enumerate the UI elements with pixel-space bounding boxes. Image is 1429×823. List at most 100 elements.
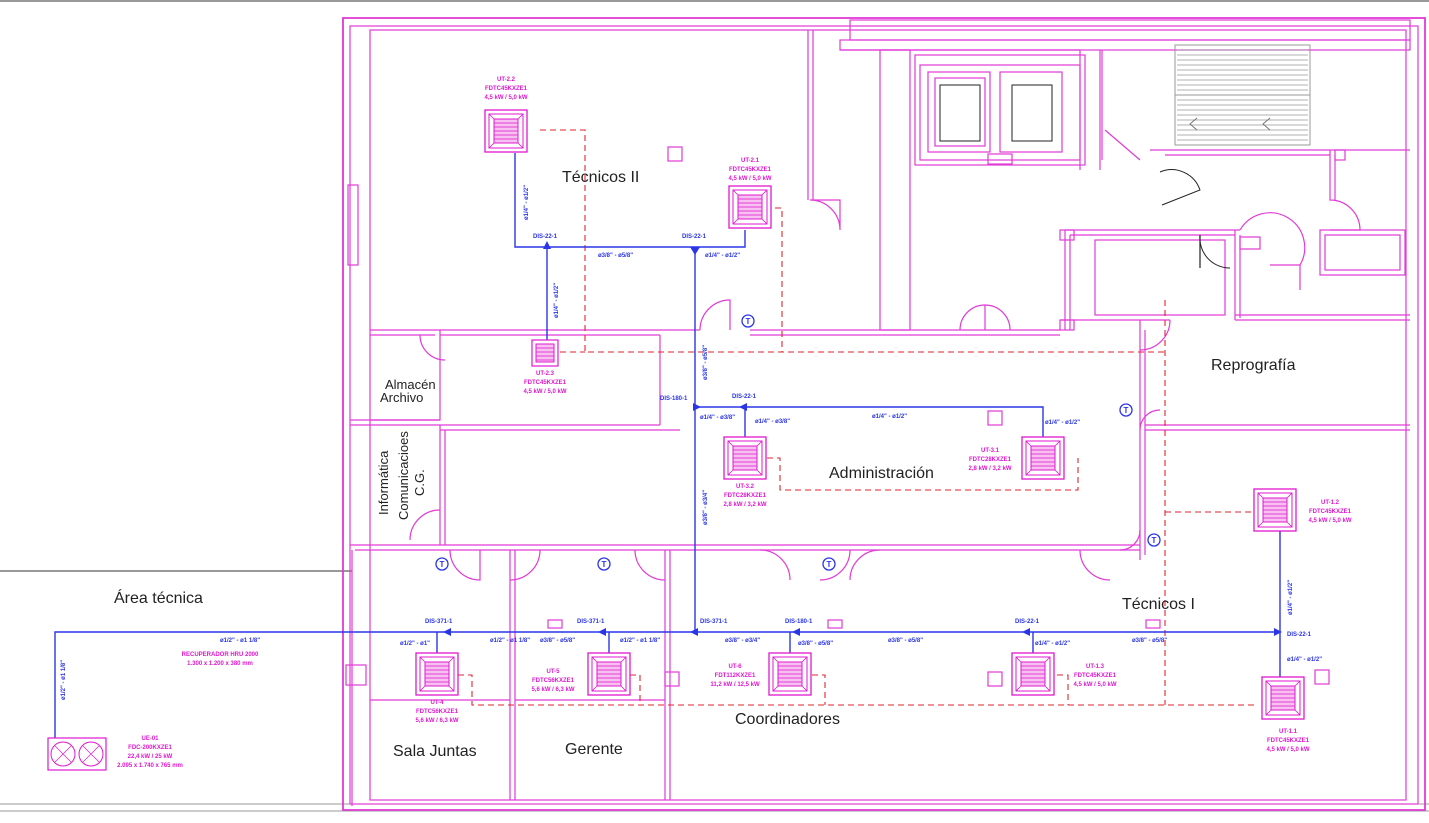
unit-capacity: 4,5 kW / 5,0 kW bbox=[484, 95, 527, 101]
pipe-size-label: ø1/4" - ø1/2" bbox=[1045, 420, 1080, 426]
room-label-tecnicos-i: Técnicos I bbox=[1122, 596, 1195, 613]
pipe-size-label: ø3/8" - ø5/8" bbox=[1132, 638, 1167, 644]
room-labels: Técnicos II Reprografía Almacén Archivo … bbox=[114, 169, 1296, 760]
unit-model: FDTC28KXZE1 bbox=[724, 493, 767, 499]
pipe-size-label: ø3/8" - ø5/8" bbox=[798, 641, 833, 647]
pipe-size-label: ø1/2" - ø1 1/8" bbox=[61, 660, 67, 700]
unit-id: UT-5 bbox=[546, 669, 560, 675]
svg-text:T: T bbox=[602, 560, 607, 569]
branch-label: DIS-22-1 bbox=[1015, 619, 1040, 625]
unit-model: FDTC45KXZE1 bbox=[485, 86, 528, 92]
outdoor-unit-dims: 2.095 x 1.740 x 765 mm bbox=[117, 763, 183, 769]
stairs bbox=[1104, 44, 1311, 161]
unit-id: UT-6 bbox=[728, 664, 742, 670]
room-label-gerente: Gerente bbox=[565, 741, 623, 758]
cassette-unit: UT-1.1 FDTC45KXZE1 4,5 kW / 5,0 kW bbox=[1261, 676, 1310, 753]
pipe-size-label: ø1/4" - ø1/2" bbox=[1287, 657, 1322, 663]
pipe-size-label: ø1/2" - ø1" bbox=[400, 641, 430, 647]
thermostat-icon: T bbox=[435, 557, 449, 571]
branch-label: DIS-180-1 bbox=[785, 619, 813, 625]
recuperador-label: RECUPERADOR HRU 2000 bbox=[182, 652, 259, 658]
pipe-size-label: ø1/4" - ø1/2" bbox=[705, 253, 740, 259]
unit-capacity: 5,6 kW / 6,3 kW bbox=[531, 687, 574, 693]
room-label-reprografia: Reprografía bbox=[1211, 357, 1296, 374]
room-label-coordinadores: Coordinadores bbox=[735, 711, 840, 728]
cassette-unit: UT-3.1 FDTC28KXZE1 2,8 kW / 3,2 kW bbox=[968, 436, 1065, 480]
outdoor-unit-id: UE-01 bbox=[141, 736, 159, 742]
cassette-unit: UT-4 FDTC56KXZE1 5,6 kW / 6,3 kW bbox=[415, 652, 459, 724]
unit-model: FDTC45KXZE1 bbox=[1267, 738, 1310, 744]
unit-capacity: 4,5 kW / 5,0 kW bbox=[728, 176, 771, 182]
cassette-unit: UT-3.2 FDTC28KXZE1 2,8 kW / 3,2 kW bbox=[723, 436, 767, 508]
branch-label: DIS-371-1 bbox=[425, 619, 453, 625]
pipe-size-label: ø3/8" - ø5/8" bbox=[598, 253, 633, 259]
room-label-cg: C.G. bbox=[412, 469, 427, 496]
cassette-unit: UT-1.3 FDTC45KXZE1 4,5 kW / 5,0 kW bbox=[1011, 652, 1117, 696]
unit-capacity: 5,6 kW / 6,3 kW bbox=[415, 718, 458, 724]
recuperador-dims: 1.300 x 1.200 x 380 mm bbox=[187, 661, 253, 667]
pipe-size-label: ø1/4" - ø1/2" bbox=[524, 185, 530, 220]
unit-model: FDTC56KXZE1 bbox=[532, 678, 575, 684]
branch-label: DIS-22-1 bbox=[1287, 632, 1312, 638]
branch-label: DIS-371-1 bbox=[700, 619, 728, 625]
room-label-archivo: Archivo bbox=[380, 390, 423, 405]
unit-id: UT-2.1 bbox=[741, 158, 760, 164]
pipe-size-label: ø3/8" - ø5/8" bbox=[888, 638, 923, 644]
room-label-comunicaciones: Comunicacioes bbox=[396, 431, 411, 520]
pipe-size-label: ø3/8" - ø3/4" bbox=[725, 638, 760, 644]
unit-capacity: 4,5 kW / 5,0 kW bbox=[1266, 747, 1309, 753]
pipe-size-label: ø1/4" - ø1/2" bbox=[554, 283, 560, 318]
unit-id: UT-1.3 bbox=[1086, 664, 1105, 670]
cassette-unit: UT-1.2 FDTC45KXZE1 4,5 kW / 5,0 kW bbox=[1253, 488, 1352, 532]
pipe-size-label: ø1/2" - ø1 1/8" bbox=[490, 638, 530, 644]
unit-capacity: 4,5 kW / 5,0 kW bbox=[523, 389, 566, 395]
pipe-size-label: ø1/4" - ø1/2" bbox=[1035, 641, 1070, 647]
svg-text:T: T bbox=[746, 317, 751, 326]
unit-id: UT-2.3 bbox=[536, 371, 555, 377]
unit-id: UT-4 bbox=[430, 700, 444, 706]
unit-id: UT-2.2 bbox=[497, 77, 516, 83]
pipe-size-label: ø1/2" - ø1 1/8" bbox=[220, 638, 260, 644]
branch-label: DIS-22-1 bbox=[682, 234, 707, 240]
pipe-size-label: ø1/2" - ø1 1/8" bbox=[620, 638, 660, 644]
branch-label: DIS-22-1 bbox=[533, 234, 558, 240]
unit-model: FDTC45KXZE1 bbox=[1309, 509, 1352, 515]
svg-text:T: T bbox=[827, 560, 832, 569]
cassette-unit: UT-2.1 FDTC45KXZE1 4,5 kW / 5,0 kW bbox=[728, 158, 772, 229]
unit-id: UT-1.2 bbox=[1321, 500, 1340, 506]
unit-id: UT-3.2 bbox=[736, 484, 755, 490]
pipe-labels: DIS-22-1 DIS-22-1 ø3/8" - ø5/8" ø1/4" - … bbox=[61, 185, 1322, 700]
building-walls bbox=[342, 17, 1426, 811]
thermostat-icon: T bbox=[597, 557, 611, 571]
outdoor-unit-capacity: 22,4 kW / 25 kW bbox=[128, 754, 173, 760]
unit-model: FDTC45KXZE1 bbox=[1074, 673, 1117, 679]
unit-model: FDTC45KXZE1 bbox=[729, 167, 772, 173]
pipe-size-label: ø1/4" - ø1/2" bbox=[1288, 580, 1294, 615]
branch-label: DIS-180-1 bbox=[660, 396, 688, 402]
cassette-unit: UT-2.2 FDTC45KXZE1 4,5 kW / 5,0 kW bbox=[484, 77, 528, 153]
svg-text:T: T bbox=[1124, 406, 1129, 415]
unit-capacity: 4,5 kW / 5,0 kW bbox=[1308, 518, 1351, 524]
unit-model: FDTC45KXZE1 bbox=[524, 380, 567, 386]
unit-capacity: 2,8 kW / 3,2 kW bbox=[968, 466, 1011, 472]
pipe-size-label: ø3/8" - ø5/8" bbox=[540, 638, 575, 644]
room-label-almacen: Almacén bbox=[385, 377, 436, 392]
branch-label: DIS-371-1 bbox=[577, 619, 605, 625]
pipe-size-label: ø1/4" - ø3/8" bbox=[755, 419, 790, 425]
svg-text:T: T bbox=[440, 560, 445, 569]
thermostat-icon: T bbox=[822, 557, 836, 571]
room-label-area-tecnica: Área técnica bbox=[114, 588, 203, 607]
unit-capacity: 4,5 kW / 5,0 kW bbox=[1073, 682, 1116, 688]
unit-model: FDTC56KXZE1 bbox=[416, 709, 459, 715]
cassette-unit: UT-6 FDT112KXZE1 11,2 kW / 12,5 kW bbox=[710, 652, 812, 696]
branch-label: DIS-22-1 bbox=[732, 394, 757, 400]
room-label-administracion: Administración bbox=[829, 465, 934, 482]
thermostat-icon: T bbox=[1119, 403, 1133, 417]
room-label-informatica: Informática bbox=[376, 450, 391, 515]
pipe-size-label: ø1/4" - ø3/8" bbox=[700, 415, 735, 421]
unit-model: FDTC28KXZE1 bbox=[969, 457, 1012, 463]
outdoor-unit-model: FDC-200KXZE1 bbox=[128, 745, 172, 751]
room-label-tecnicos-ii: Técnicos II bbox=[562, 169, 639, 186]
pipe-size-label: ø1/4" - ø1/2" bbox=[872, 414, 907, 420]
